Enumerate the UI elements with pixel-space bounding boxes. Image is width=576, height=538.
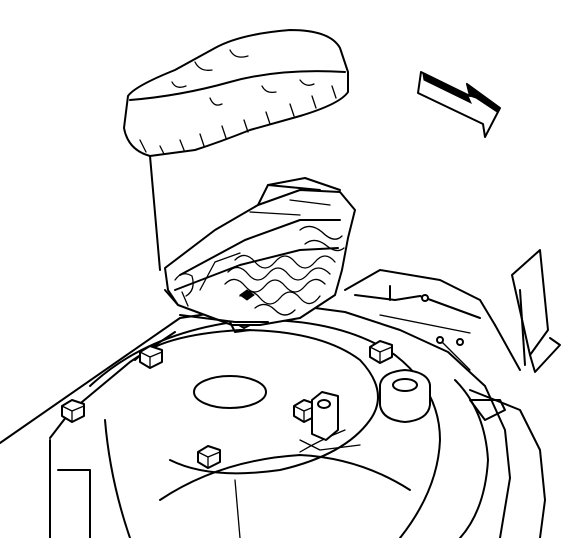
wire-harness <box>179 225 345 333</box>
support-bracket <box>344 269 496 346</box>
direction-arrow-icon <box>417 71 501 138</box>
bolt-head <box>197 445 221 469</box>
small-bracket <box>299 391 361 451</box>
cover-plate <box>134 329 379 475</box>
connector-body <box>164 177 356 326</box>
center-boss <box>193 375 267 409</box>
bolt-head <box>61 399 85 423</box>
bolt-head <box>293 399 317 423</box>
mounting-boss <box>379 369 431 423</box>
connector-boot <box>123 29 349 306</box>
bolt-head <box>369 340 393 364</box>
bolt-head <box>139 345 163 369</box>
vertical-tab <box>469 249 561 421</box>
